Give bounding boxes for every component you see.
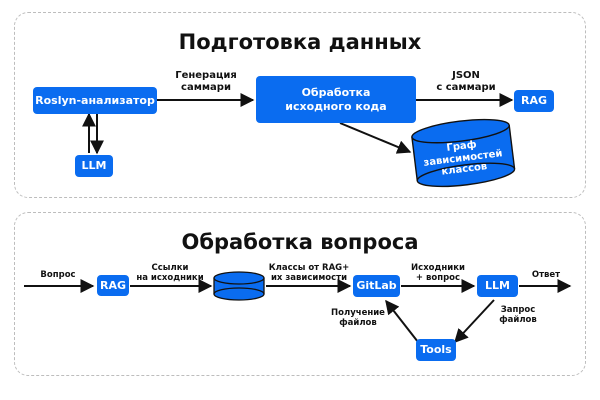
database-cylinder (213, 271, 265, 301)
source-links-label: Ссылки на исходники (136, 263, 204, 283)
data-preparation-title: Подготовка данных (178, 30, 422, 54)
data-preparation-panel (14, 12, 586, 198)
gitlab-box: GitLab (353, 275, 400, 297)
question-processing-title: Обработка вопроса (181, 230, 419, 254)
llm-box-bottom: LLM (477, 275, 518, 297)
roslyn-analyzer-box: Roslyn-анализатор (33, 87, 157, 114)
question-processing-panel (14, 212, 586, 376)
json-summary-label: JSON с саммари (436, 70, 496, 93)
rag-classes-label: Классы от RAG+ их зависимости (268, 263, 350, 283)
dependency-graph-cylinder (411, 118, 516, 188)
summary-generation-label: Генерация саммари (175, 70, 237, 93)
tools-box: Tools (416, 339, 456, 361)
arrow-processing-to-graph (339, 122, 412, 154)
source-processing-box: Обработка исходного кода (256, 76, 416, 123)
rag-box-bottom: RAG (97, 275, 129, 296)
sources-plus-question-label: Исходники + вопрос (411, 263, 465, 283)
request-files-label: Запрос файлов (499, 305, 537, 325)
rag-box-top: RAG (514, 90, 554, 112)
arrow-tools-to-gitlab (385, 299, 419, 343)
get-files-label: Получение файлов (331, 308, 385, 328)
answer-label: Ответ (531, 270, 561, 280)
question-label: Вопрос (40, 270, 76, 280)
llm-box-top: LLM (75, 155, 113, 177)
arrow-llm-to-tools (454, 299, 495, 344)
